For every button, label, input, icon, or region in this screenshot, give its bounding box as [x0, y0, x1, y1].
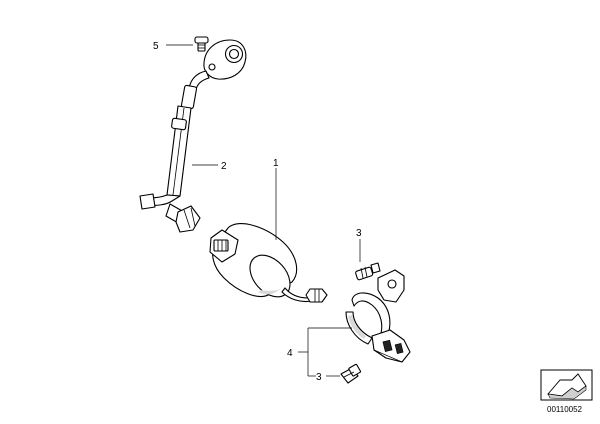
bracket-assembly: [345, 269, 411, 363]
bolt-right: [355, 262, 381, 281]
fuel-filter: [209, 223, 328, 303]
hose-pipe: [139, 39, 247, 233]
reference-symbol: [540, 369, 593, 401]
callout-5: 5: [153, 41, 159, 52]
reference-code: 00110052: [547, 405, 583, 414]
screw-bottom: [340, 363, 362, 384]
callout-2: 2: [221, 161, 227, 172]
bolt-top: [194, 36, 209, 52]
callout-3-bottom: 3: [316, 372, 322, 383]
callout-1: 1: [273, 158, 279, 169]
callout-3-top: 3: [356, 228, 362, 239]
callout-4: 4: [287, 348, 293, 359]
